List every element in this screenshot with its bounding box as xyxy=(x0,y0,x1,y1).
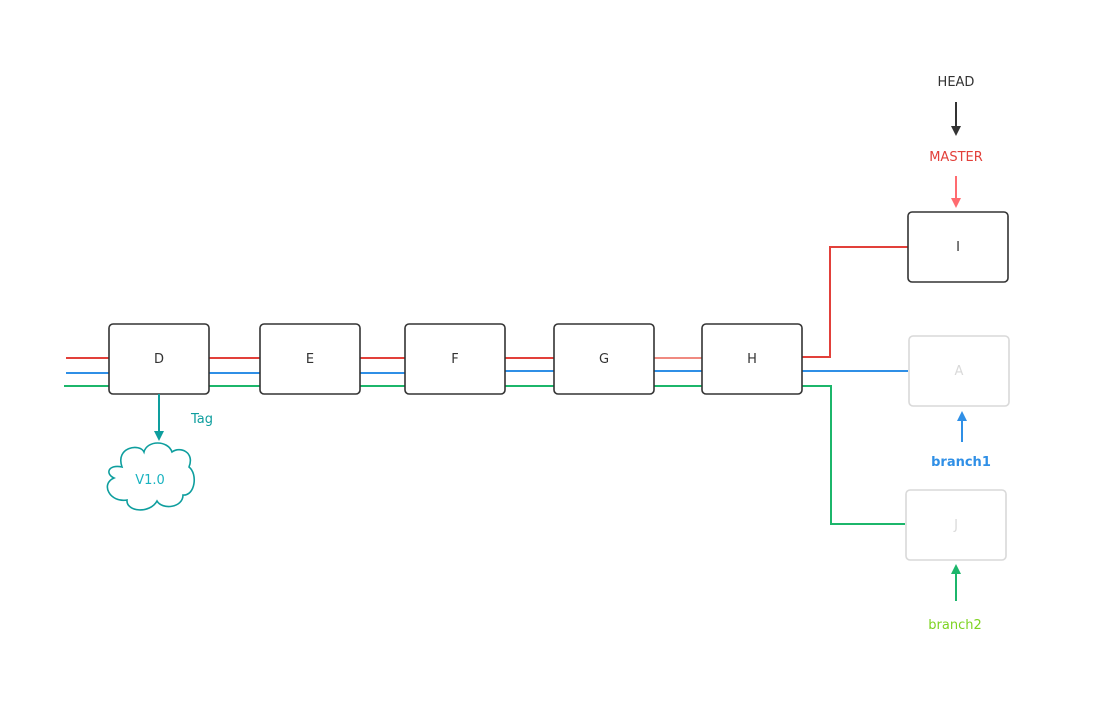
tag-name: V1.0 xyxy=(135,473,165,488)
commit-h-label: H xyxy=(747,352,757,367)
commit-j: J xyxy=(905,489,1007,561)
commit-f: F xyxy=(404,323,506,395)
commit-e-label: E xyxy=(306,352,314,367)
master-line xyxy=(66,246,908,359)
tag-label: Tag xyxy=(190,412,213,427)
branch1-line xyxy=(66,370,908,374)
tag-cloud: V1.0 xyxy=(106,442,196,511)
commit-a: A xyxy=(908,335,1010,407)
branch2-label: branch2 xyxy=(928,618,981,633)
commit-j-label: J xyxy=(953,518,958,533)
commit-d: D xyxy=(108,323,210,395)
branch2-line xyxy=(64,385,905,525)
commit-g: G xyxy=(553,323,655,395)
commit-i-label: I xyxy=(956,240,960,255)
branch1-label: branch1 xyxy=(931,455,991,470)
cloud-icon xyxy=(106,442,196,511)
commit-h: H xyxy=(701,323,803,395)
commit-g-label: G xyxy=(599,352,609,367)
commit-e: E xyxy=(259,323,361,395)
commit-d-label: D xyxy=(154,352,164,367)
head-label: HEAD xyxy=(938,75,975,90)
commit-i: I xyxy=(907,211,1009,283)
commit-a-label: A xyxy=(955,364,964,379)
master-label: MASTER xyxy=(929,150,983,165)
commit-f-label: F xyxy=(451,352,458,367)
